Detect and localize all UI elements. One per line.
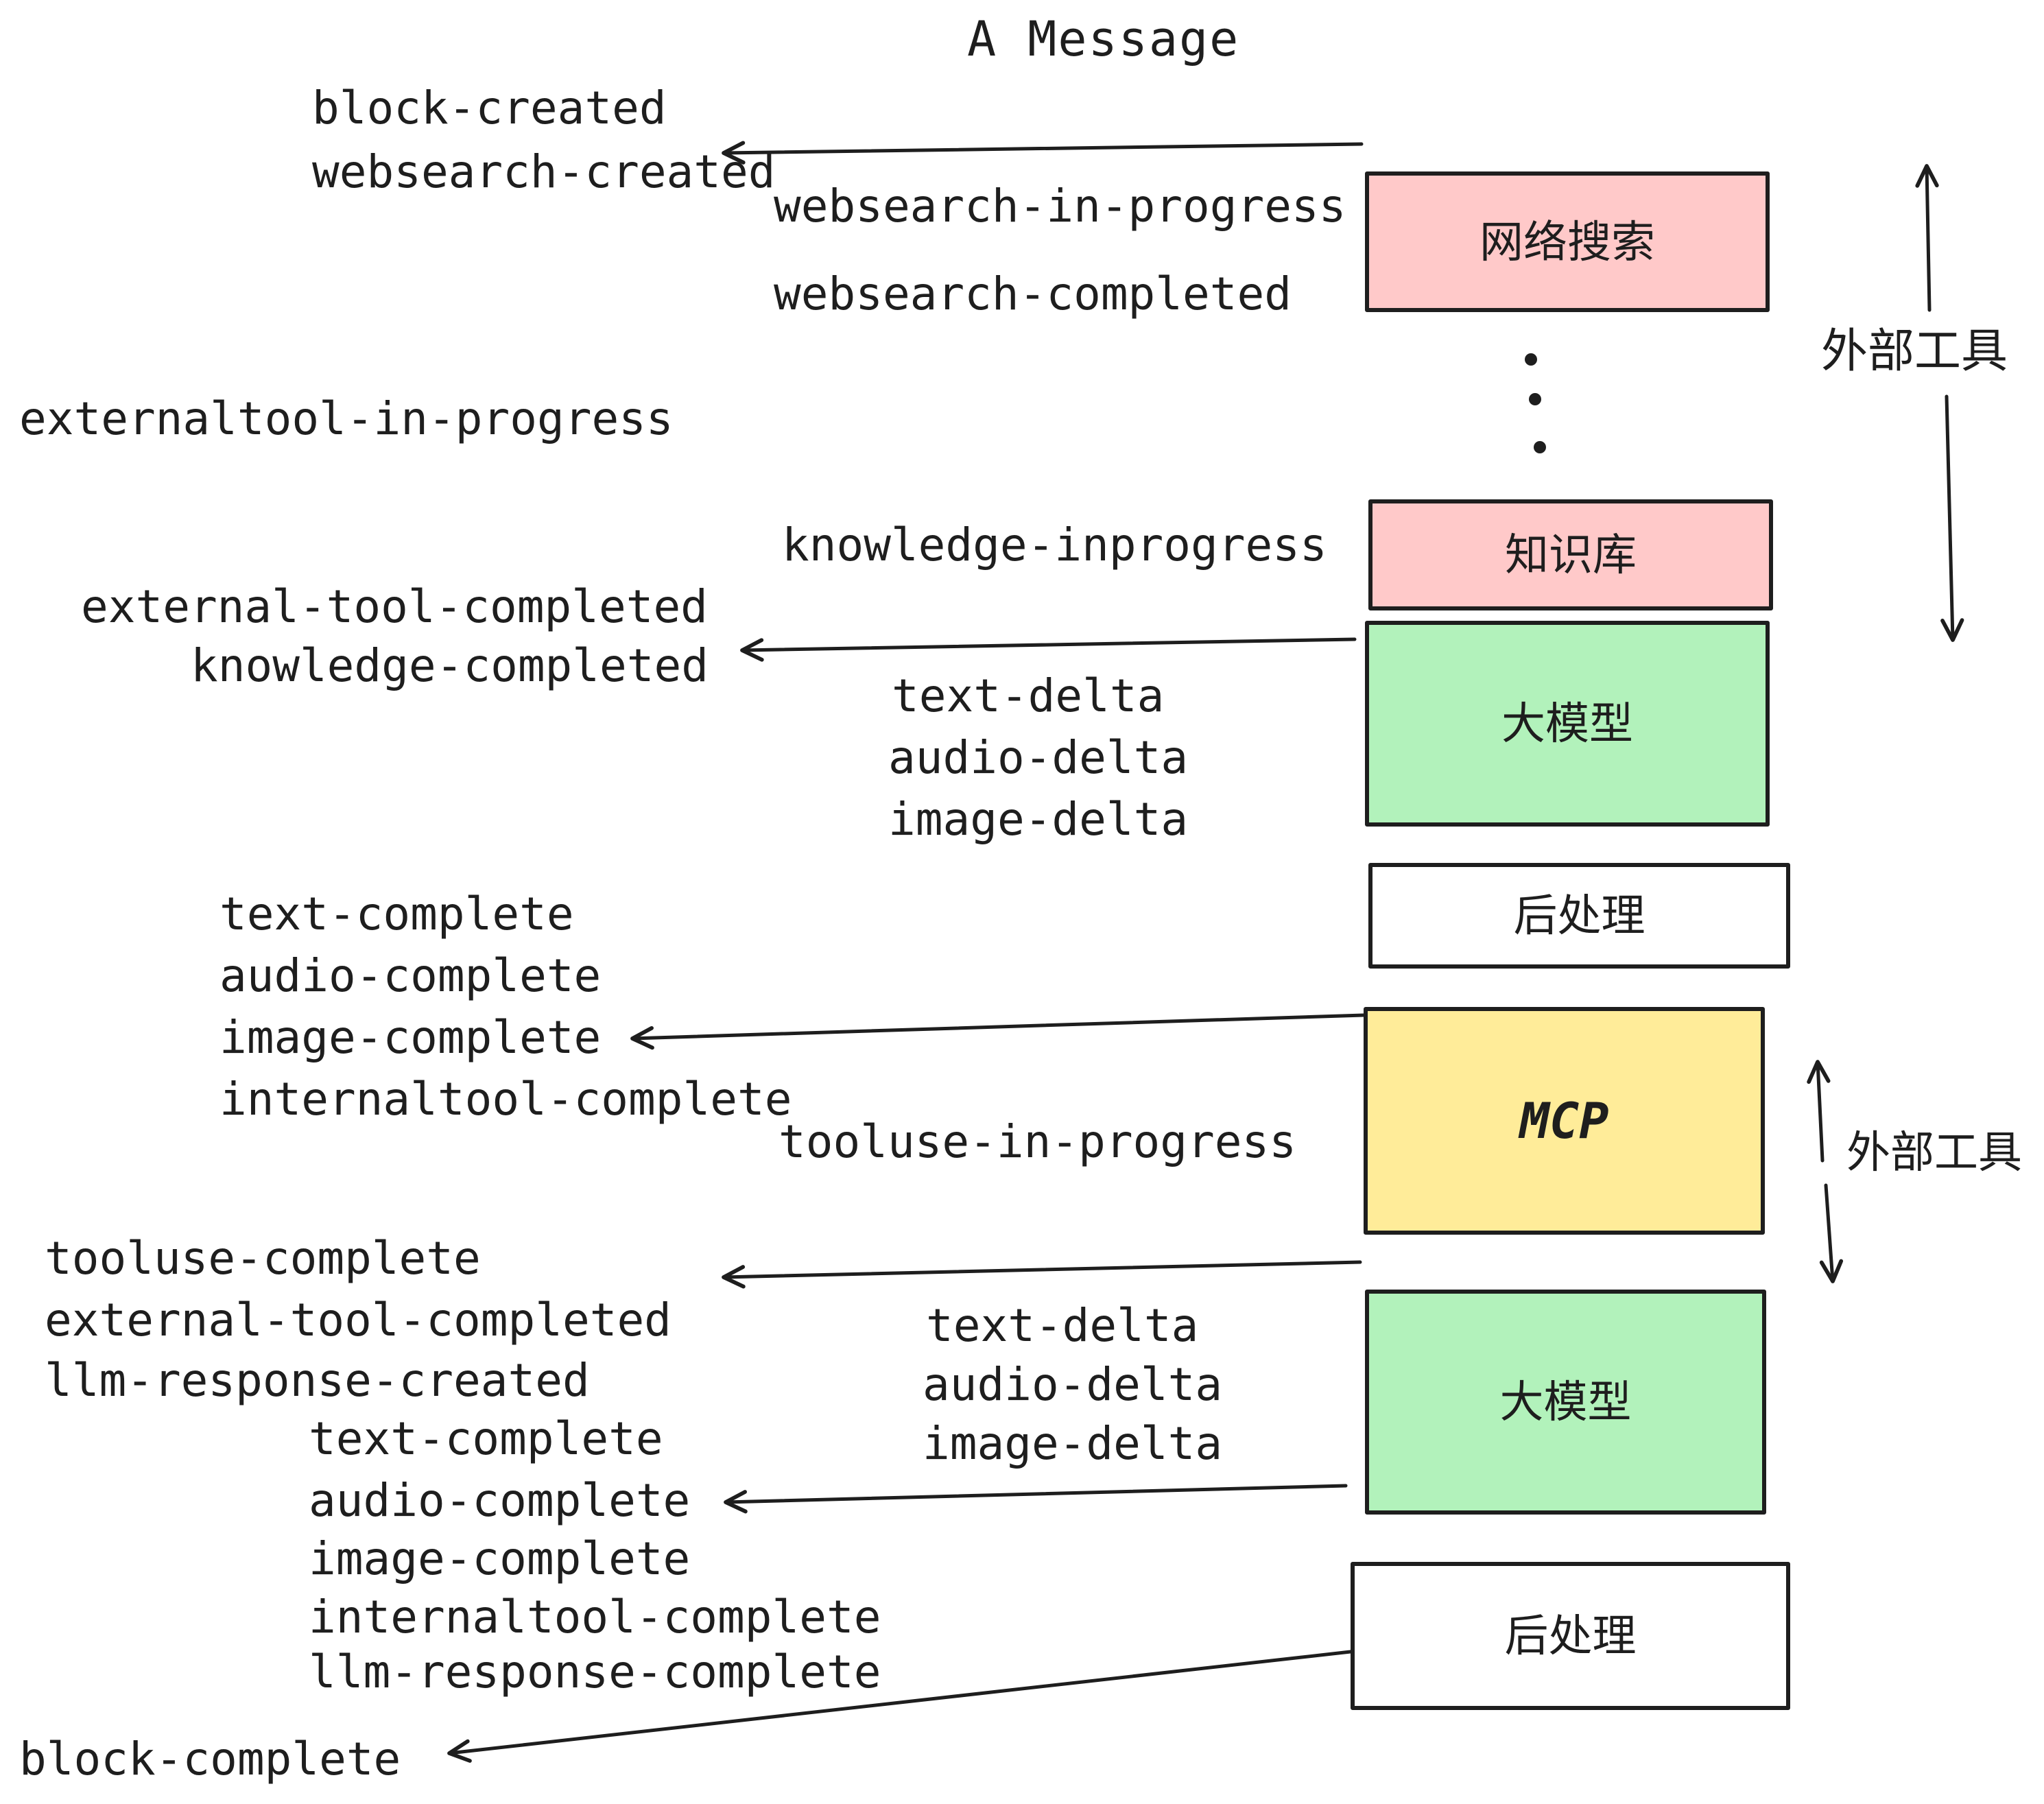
- arrow-image-complete-icon: [630, 1013, 1366, 1050]
- arrow-tooluse-complete-icon: [722, 1260, 1362, 1289]
- arrow-block-complete-icon: [447, 1650, 1353, 1763]
- external-tools2-up-arrow-icon: [1807, 1060, 1831, 1163]
- arrow-knowledge-completed-icon: [740, 637, 1357, 662]
- ellipsis-dots-icon: [1525, 353, 1546, 453]
- external-tools-up-arrow-icon: [1915, 164, 1939, 312]
- external-tools2-down-arrow-icon: [1819, 1183, 1844, 1283]
- external-tools-down-arrow-icon: [1940, 394, 1964, 642]
- arrow-audio-complete-icon: [724, 1484, 1348, 1514]
- arrow-websearch-created-icon: [722, 141, 1364, 165]
